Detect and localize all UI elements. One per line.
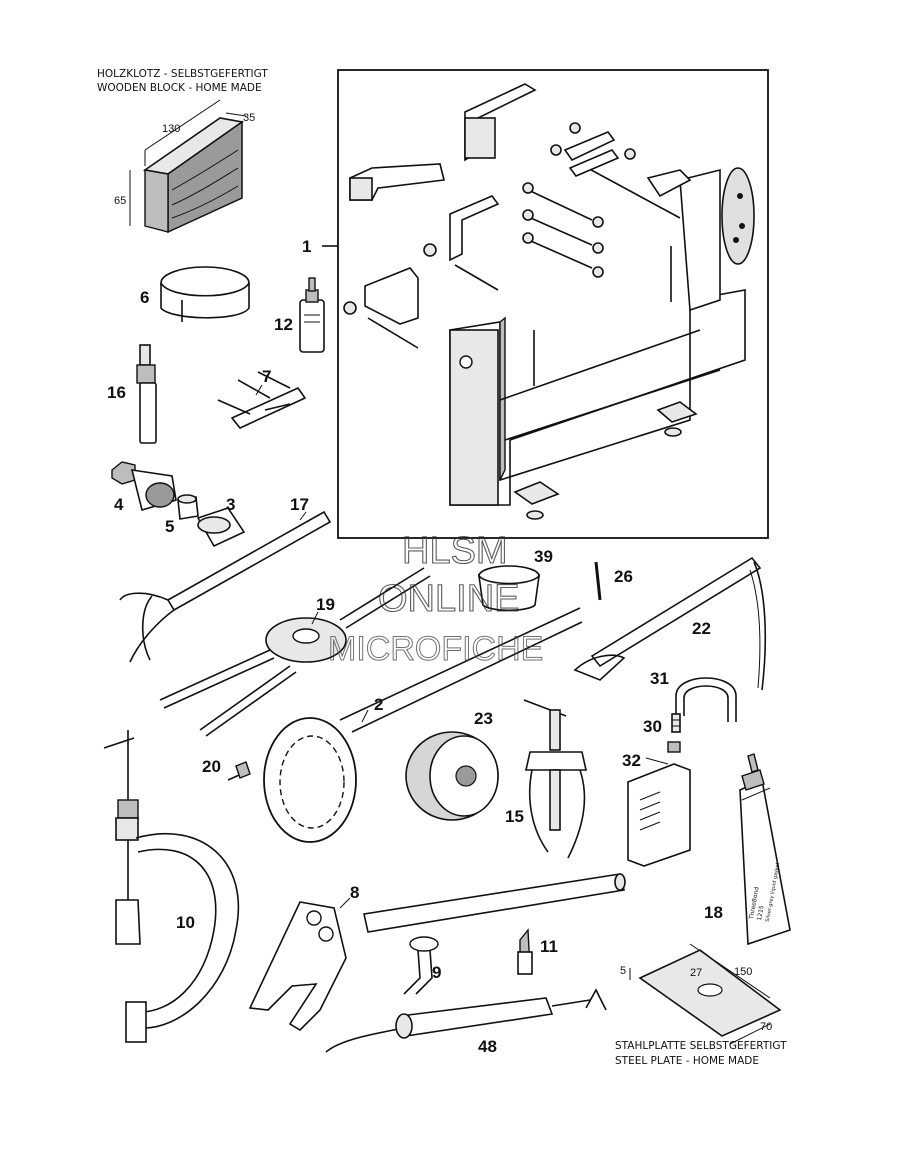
item-18-threebond-tube: ThreeBond 1215 Silver-grey liquid gasket xyxy=(739,753,791,946)
wooden-block-caption-en: WOODEN BLOCK - HOME MADE xyxy=(97,82,262,94)
item-48-grease-gun xyxy=(325,988,607,1053)
callout-12: 12 xyxy=(274,315,293,334)
item-11-nozzle xyxy=(517,928,533,975)
item-17-holding-bar xyxy=(119,510,332,663)
callout-11: 11 xyxy=(540,937,558,956)
watermark-line-1: HLSM xyxy=(402,530,508,572)
item-2-strap-wrench xyxy=(263,607,583,843)
plate-thickness-dim: 5 xyxy=(620,965,626,977)
item-9-bracket xyxy=(403,936,439,995)
block-depth-dim: 35 xyxy=(243,112,255,124)
callout-39: 39 xyxy=(534,547,553,566)
callout-8: 8 xyxy=(350,883,359,902)
item-19-wrench xyxy=(159,567,431,737)
callout-23: 23 xyxy=(474,709,493,728)
item-5-sleeve xyxy=(177,494,199,520)
item-31-hose xyxy=(675,677,737,722)
item-6-ring xyxy=(160,266,250,322)
item-4-adapter xyxy=(111,461,177,512)
watermark-line-3: MICROFICHE xyxy=(328,630,543,668)
item-10-c-clamp xyxy=(103,730,240,1043)
callout-32: 32 xyxy=(622,751,641,770)
item-30-fitting xyxy=(671,713,681,733)
callout-4: 4 xyxy=(114,495,124,514)
callout-7: 7 xyxy=(262,367,271,386)
block-height-dim: 65 xyxy=(114,195,126,207)
callout-48: 48 xyxy=(478,1037,497,1056)
callout-3: 3 xyxy=(226,495,235,514)
item-8-tool-bar xyxy=(248,873,626,1032)
callout-10: 10 xyxy=(176,913,195,932)
callout-16: 16 xyxy=(107,383,126,402)
item-16-puller-tool xyxy=(136,344,157,444)
callout-2: 2 xyxy=(374,695,383,714)
callout-31: 31 xyxy=(650,669,669,688)
callout-20: 20 xyxy=(202,757,221,776)
item-15-puller xyxy=(523,699,587,859)
callout-6: 6 xyxy=(140,288,149,307)
callout-26: 26 xyxy=(614,567,633,586)
steel-plate: 5 27 150 70 xyxy=(620,943,782,1045)
callout-9: 9 xyxy=(432,963,441,982)
tube-code-label: 1215 xyxy=(756,905,766,921)
wooden-block: 130 35 65 xyxy=(114,99,255,234)
callout-1: 1 xyxy=(302,237,311,256)
item-39-cup xyxy=(477,565,541,612)
engine-stand-frame xyxy=(343,83,755,520)
plate-hole-dim: 27 xyxy=(690,967,702,979)
block-length-dim: 130 xyxy=(162,123,180,135)
watermark-line-2: ONLINE xyxy=(378,578,519,620)
steel-plate-caption-en: STEEL PLATE - HOME MADE xyxy=(615,1055,759,1067)
item-32-oil-bottle xyxy=(627,741,691,867)
wooden-block-caption-de: HOLZKLOTZ - SELBSTGEFERTIGT xyxy=(97,68,268,80)
item-12-sealant-bottle xyxy=(299,277,325,353)
callout-30: 30 xyxy=(643,717,662,736)
item-3-sleeve xyxy=(196,507,246,548)
plate-width-dim: 70 xyxy=(760,1021,772,1033)
item-7-bar-with-pins xyxy=(217,371,307,429)
callout-18: 18 xyxy=(704,903,723,922)
watermark: HLSM ONLINE MICROFICHE xyxy=(328,529,544,668)
steel-plate-caption-de: STAHLPLATTE SELBSTGEFERTIGT xyxy=(615,1040,787,1052)
callout-19: 19 xyxy=(316,595,335,614)
callout-15: 15 xyxy=(505,807,524,826)
plate-length-dim: 150 xyxy=(734,966,752,978)
callout-17: 17 xyxy=(290,495,309,514)
item-20-bolt xyxy=(227,761,251,781)
item-23-rotor-holder xyxy=(405,731,499,821)
callout-22: 22 xyxy=(692,619,711,638)
item-1-frame-box xyxy=(337,69,769,539)
callout-5: 5 xyxy=(165,517,174,536)
item-22-chain-wrench xyxy=(573,556,767,691)
